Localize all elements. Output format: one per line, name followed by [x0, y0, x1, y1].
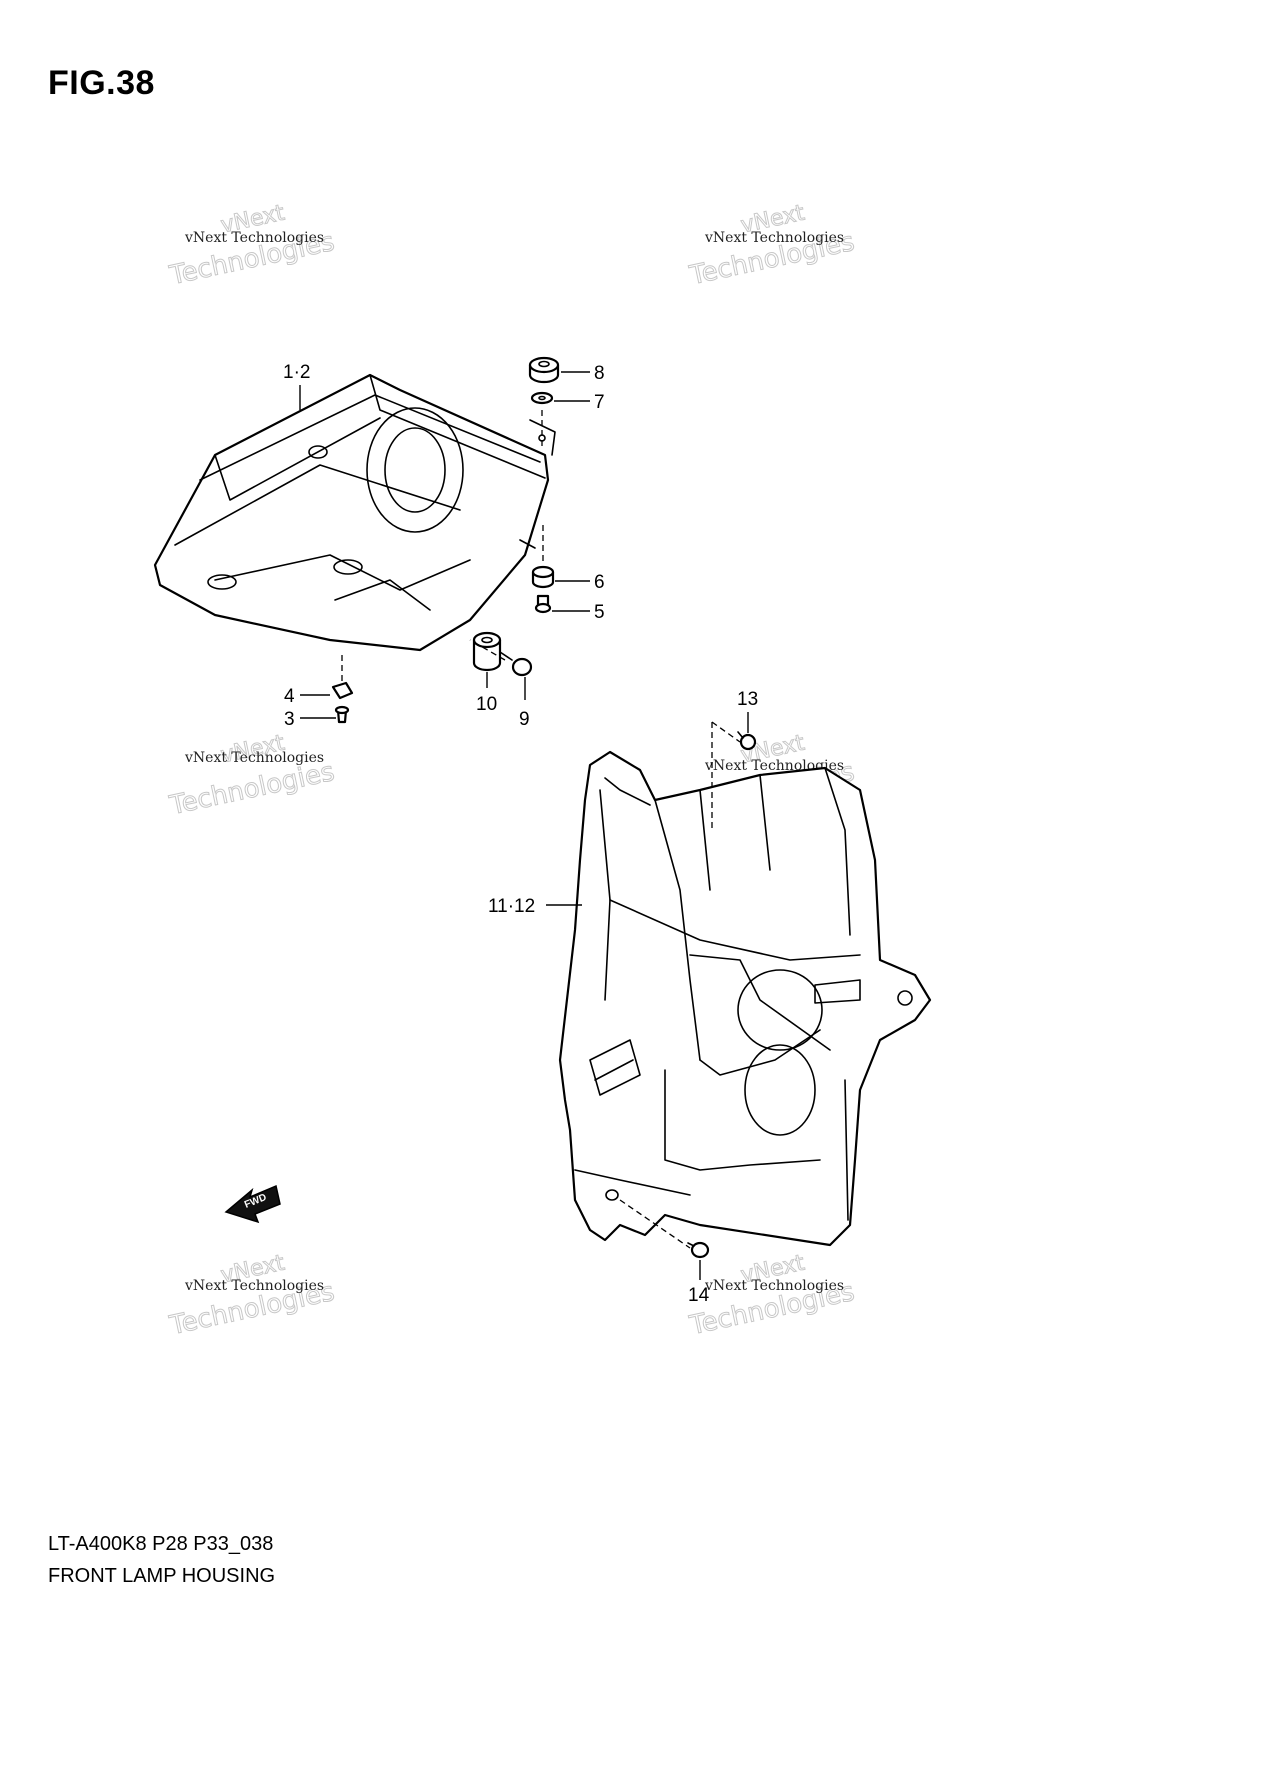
part-13-fastener [737, 731, 757, 751]
callout-6: 6 [594, 572, 605, 593]
callout-10: 10 [476, 694, 497, 715]
assembly-line [619, 1199, 691, 1249]
figure-title: FIG.38 [48, 64, 155, 102]
watermark-caption: vNext Technologies [704, 230, 844, 246]
part-8-grommet [528, 356, 560, 384]
model-code: LT-A400K8 P28 P33_038 [48, 1533, 274, 1555]
part-14-fastener [687, 1241, 710, 1259]
watermark-caption: vNext Technologies [704, 1278, 844, 1294]
callout-1-2: 1·2 [283, 362, 310, 383]
watermark-caption: vNext Technologies [184, 750, 324, 766]
callout-13: 13 [737, 689, 758, 710]
part-10-grommet [472, 631, 502, 672]
front-lamp-housing-part [153, 373, 556, 652]
callout-7: 7 [594, 392, 605, 413]
watermark-caption: vNext Technologies [184, 230, 324, 246]
part-3-screw [334, 705, 350, 724]
part-6-collar [531, 565, 555, 589]
part-7-washer [530, 391, 554, 405]
watermark-bottom-word: Technologies [167, 757, 338, 821]
callout-11-12: 11·12 [488, 896, 535, 917]
lower-cover-part [558, 750, 932, 1247]
watermark-caption: vNext Technologies [184, 1278, 324, 1294]
watermark-mid-left: vNext Technologies [166, 730, 338, 822]
part-4-clip-nut [331, 681, 354, 700]
callout-4: 4 [284, 686, 295, 707]
callout-5: 5 [594, 602, 605, 623]
part-5-bolt [534, 594, 552, 614]
fwd-arrow-icon: FWD [224, 1184, 281, 1224]
callout-9: 9 [519, 709, 530, 730]
assembly-line [469, 639, 506, 661]
part-9-screw [499, 651, 533, 677]
callout-8: 8 [594, 363, 605, 384]
assembly-line [711, 721, 741, 743]
callout-14: 14 [688, 1285, 710, 1306]
section-name: FRONT LAMP HOUSING [48, 1565, 276, 1587]
callout-3: 3 [284, 709, 295, 730]
